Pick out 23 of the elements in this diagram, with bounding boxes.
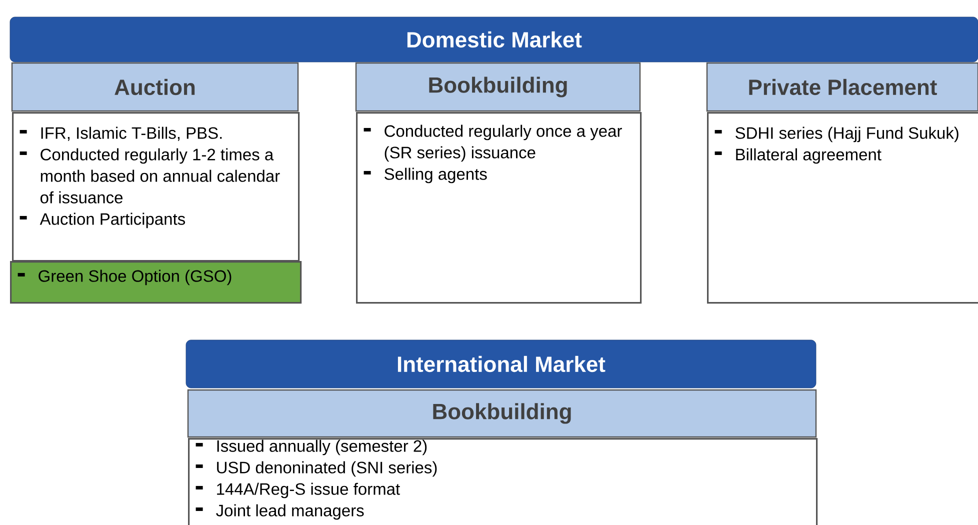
bullet-item: USD denoninated (SNI series) (196, 461, 437, 477)
bullet-item: SDHI series (Hajj Fund Sukuk) (714, 126, 958, 142)
bullet-item: Conducted regularly 1-2 times a month based on annual calendar of issuance (20, 148, 280, 204)
bullet-item: IFR, Islamic T-Bills, PBS. (20, 126, 222, 141)
bullet-item: Issued annually (semester 2) (196, 440, 427, 456)
bullet-item: Selling agents (364, 168, 487, 184)
bullet-item: Joint lead managers (196, 504, 364, 520)
highlight-box (10, 261, 302, 304)
bullet-item: Conducted regularly once a year (SR series) issuance (364, 124, 622, 162)
bullet-item: Green Shoe Option (GSO) (18, 270, 232, 286)
bullet-list-box (707, 112, 978, 304)
market-banner: International Market (186, 340, 816, 388)
market-banner: Domestic Market (10, 16, 978, 62)
category-header: Bookbuilding (187, 389, 817, 438)
bullet-list-box (12, 112, 300, 262)
bullet-list-box (356, 112, 642, 304)
bullet-item: 144A/Reg-S issue format (196, 482, 400, 498)
category-header: Auction (11, 62, 299, 112)
bullet-item: Billateral agreement (714, 148, 882, 164)
bullet-item: Auction Participants (20, 212, 185, 228)
category-header: Bookbuilding (355, 62, 641, 112)
category-header: Private Placement (706, 62, 978, 112)
bullet-list-box (188, 438, 818, 525)
